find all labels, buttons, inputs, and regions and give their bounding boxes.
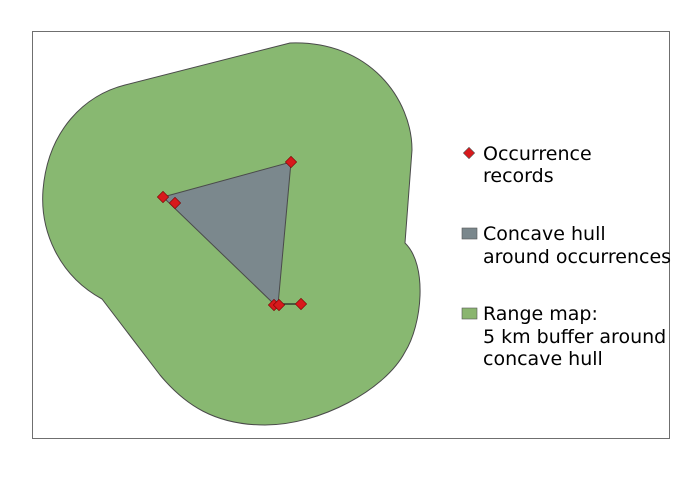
legend-occurrence-symbol <box>462 146 476 160</box>
legend-range-symbol <box>461 307 478 320</box>
legend: Occurrence records Concave hull around o… <box>461 143 671 370</box>
legend-hull-line-1: Concave hull <box>483 223 606 245</box>
legend-hull-line-2: around occurrences <box>483 246 671 268</box>
legend-range-line-1: Range map: <box>483 303 598 325</box>
occurrence-point <box>294 297 308 311</box>
legend-occurrence-line-2: records <box>483 165 554 187</box>
legend-hull-symbol <box>461 227 478 240</box>
legend-range-line-3: concave hull <box>483 348 603 370</box>
occurrence-point <box>168 196 182 210</box>
legend-occurrence-line-1: Occurrence <box>483 143 592 165</box>
legend-range-line-2: 5 km buffer around <box>483 326 666 348</box>
occurrence-point <box>284 155 298 169</box>
occurrence-point <box>156 190 170 204</box>
occurrence-point <box>272 298 286 312</box>
occurrence-points <box>156 155 308 312</box>
